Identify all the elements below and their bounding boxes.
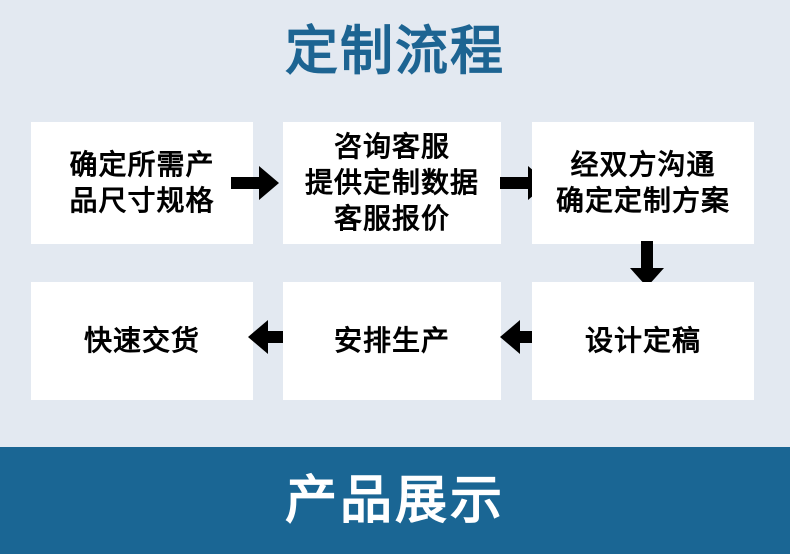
arrow-left-icon-2	[248, 320, 296, 354]
flow-step-5-line-1: 安排生产	[333, 325, 450, 356]
flow-step-6-line-1: 设计定稿	[584, 325, 701, 356]
banner-title: 产品展示	[284, 471, 505, 530]
page-title: 定制流程	[285, 22, 505, 81]
flow-step-2-line-3: 客服报价	[333, 203, 450, 234]
flow-step-box-3: 经双方沟通 确定定制方案	[532, 122, 754, 244]
product-showcase-banner: 产品展示	[0, 447, 790, 554]
flow-step-2-line-1: 咨询客服	[333, 131, 450, 162]
flow-step-box-6: 设计定稿	[532, 282, 754, 400]
flow-step-box-1: 确定所需产 品尺寸规格	[31, 122, 253, 244]
flow-step-3-line-2: 确定定制方案	[555, 185, 730, 216]
flow-step-3-line-1: 经双方沟通	[570, 149, 716, 180]
flow-step-box-2: 咨询客服 提供定制数据 客服报价	[283, 122, 501, 244]
flow-step-1-line-1: 确定所需产	[69, 149, 215, 180]
arrow-down-icon-1	[630, 241, 664, 287]
flow-step-box-5: 安排生产	[283, 282, 501, 400]
flow-step-4-line-1: 快速交货	[83, 325, 200, 356]
arrow-left-icon-1	[500, 320, 548, 354]
flow-step-1-line-2: 品尺寸规格	[69, 185, 215, 216]
arrow-right-icon-1	[231, 166, 279, 200]
flow-step-box-4: 快速交货	[31, 282, 253, 400]
flow-step-2-line-2: 提供定制数据	[304, 167, 479, 198]
